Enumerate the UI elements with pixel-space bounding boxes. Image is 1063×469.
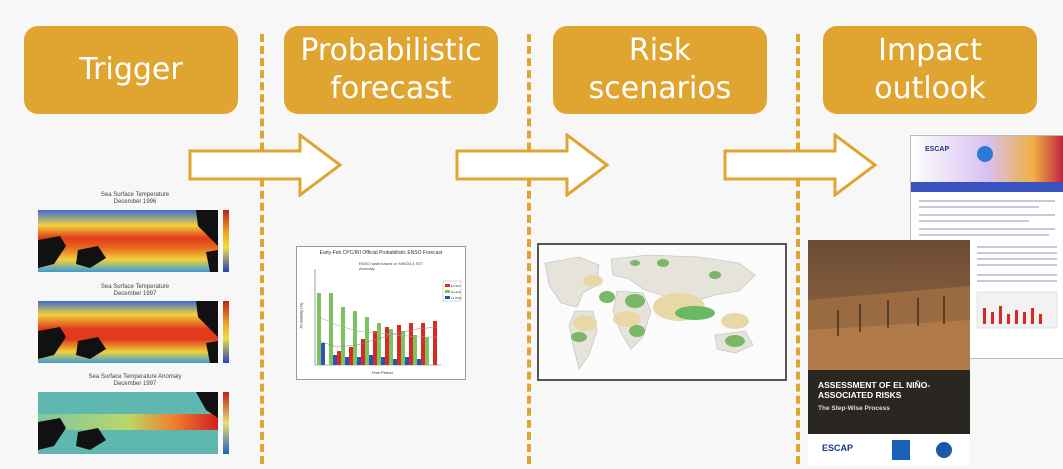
green-bars — [317, 293, 429, 365]
step-probabilistic-forecast: Probabilistic forecast — [284, 26, 498, 114]
forecast-chart-panel: Early-Feb CPC/IRI Official Probabilistic… — [296, 246, 466, 380]
step-impact-outlook: Impact outlook — [823, 26, 1037, 114]
divider-3 — [796, 34, 800, 464]
sst-anomaly-map-image — [38, 392, 229, 454]
world-map-image — [539, 245, 785, 379]
forecast-chart-title: Early-Feb CPC/IRI Official Probabilistic… — [319, 250, 443, 256]
legend-neutral: Neutral — [451, 290, 461, 294]
step-trigger: Trigger — [24, 26, 238, 114]
sst-map-image — [38, 301, 229, 363]
report-cover-document: ASSESSMENT OF EL NIÑO-ASSOCIATED RISKS T… — [808, 240, 970, 466]
divider-2 — [527, 34, 531, 464]
sst-map-subtitle: December 1997 — [113, 291, 157, 297]
sst-maps-panel: Sea Surface Temperature December 1996 — [20, 192, 245, 464]
arrow-right-icon — [455, 133, 610, 197]
report-cover-image — [808, 240, 970, 466]
forecast-bar-chart — [314, 269, 462, 366]
report-cover-subtitle: The Step-Wise Process — [818, 405, 890, 412]
arrow-right-icon — [188, 133, 343, 197]
sst-map-title: Sea Surface Temperature — [100, 192, 170, 198]
report-cover-title: ASSESSMENT OF EL NIÑO-ASSOCIATED RISKS — [818, 380, 931, 400]
legend-el-nino: El Niño — [451, 284, 461, 288]
forecast-chart-xlabel: Time Period — [371, 370, 393, 375]
newsletter-image — [911, 136, 1063, 329]
risk-scenario-map — [537, 243, 787, 381]
step-risk-scenarios: Risk scenarios — [553, 26, 767, 114]
sst-map-title: Sea Surface Temperature Anomaly — [88, 374, 182, 380]
forecast-chart-note: ENSO state based on NINO3.4 SST Anomaly — [359, 261, 424, 271]
newsletter-org-logo: ESCAP — [925, 146, 950, 153]
sst-map-title: Sea Surface Temperature — [100, 284, 170, 290]
sst-map-subtitle: December 1996 — [113, 199, 157, 205]
arrow-right-icon — [723, 133, 878, 197]
divider-1 — [260, 34, 264, 464]
sst-map-subtitle: December 1997 — [113, 381, 157, 387]
legend-la-nina: La Niña — [451, 296, 462, 300]
forecast-chart-ylabel: Probability (%) — [298, 302, 304, 329]
report-org-logo: ESCAP — [822, 443, 854, 453]
red-bars — [337, 321, 437, 365]
sst-map-image — [38, 210, 229, 272]
blue-bars — [321, 343, 421, 365]
